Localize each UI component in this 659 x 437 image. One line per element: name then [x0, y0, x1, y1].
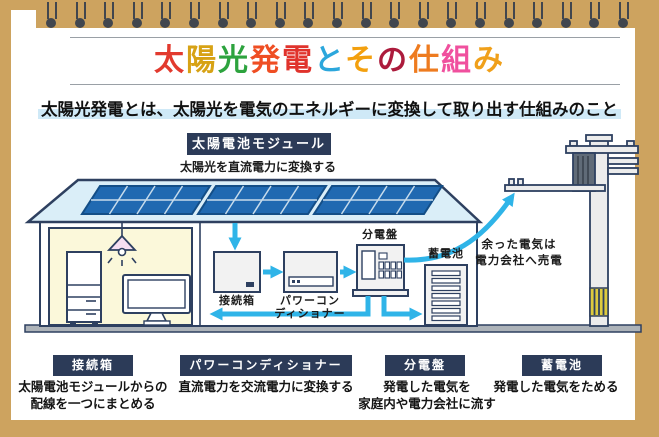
solar-panel — [80, 185, 212, 215]
legend-desc-battery: 発電した電気をためる — [464, 379, 648, 396]
binder-pin-icon — [274, 2, 286, 29]
flow-arrows — [209, 192, 515, 321]
sell-note-line2: 電力会社へ売電 — [475, 255, 563, 267]
legend-title-battery: 蓄電池 — [522, 355, 602, 376]
binder-pin-icon — [303, 2, 315, 29]
legend-desc-line: 発電した電気を — [383, 380, 471, 394]
ceiling-lamp-icon — [106, 222, 138, 266]
tv-icon — [122, 274, 191, 326]
binder-pin-icon — [160, 2, 172, 29]
title-char: 太 — [153, 44, 186, 77]
legend-desc-line: 家庭内や電力会社に流す — [358, 396, 496, 411]
binder-pin-icon — [217, 2, 229, 29]
binder-pin-icon — [131, 2, 143, 29]
legend-desc-line: 発電した電気をためる — [493, 380, 619, 394]
legend-desc-line: 太陽電池モジュールからの — [18, 380, 168, 394]
binder-pin-icon — [74, 2, 86, 29]
arrow-board-to-home — [209, 296, 371, 321]
power-conditioner-shape — [283, 251, 338, 293]
binder-pin-icon — [618, 2, 629, 29]
binder-pin-icon — [503, 2, 515, 29]
divider-line-bottom — [70, 84, 620, 85]
title-char: 発 — [249, 44, 282, 77]
solar-panels — [80, 185, 444, 215]
title-char: 仕 — [409, 44, 442, 77]
arrow-sell-to-grid — [403, 192, 515, 263]
legend-desc-distribution-board: 発電した電気を 家庭内や電力会社に流す — [335, 379, 519, 412]
transformer-icon — [572, 152, 596, 192]
binder-pin-icon — [46, 2, 57, 29]
legend-title-distribution-board: 分電盤 — [385, 355, 465, 376]
arrow-board-to-battery — [381, 296, 423, 321]
binder-pin-icon — [246, 2, 258, 29]
title-char: そ — [345, 44, 378, 77]
binder-pin-icon — [446, 2, 458, 29]
page-corner — [11, 10, 36, 30]
divider-line-top — [70, 37, 620, 38]
power-conditioner-label-line1: パワーコン — [280, 295, 340, 307]
battery-shape — [424, 264, 468, 326]
distribution-board-shape — [352, 244, 409, 297]
legend-title-power-conditioner: パワーコンディショナー — [180, 355, 352, 376]
binder-pin-icon — [332, 2, 343, 29]
battery-label: 蓄電池 — [428, 248, 464, 260]
solar-panel — [196, 185, 328, 215]
module-label-box: 太陽電池モジュール — [187, 133, 331, 155]
subtitle: 太陽光発電とは、太陽光を電気のエネルギーに変換して取り出す仕組みのこと — [0, 96, 659, 120]
sell-note: 余った電気は 電力会社へ売電 — [459, 237, 579, 269]
title-char: 組 — [441, 44, 474, 77]
title-char: 光 — [217, 44, 250, 77]
legend-desc-power-conditioner: 直流電力を交流電力に変換する — [174, 379, 358, 396]
refrigerator-icon — [66, 251, 102, 325]
binder-pin-icon — [560, 2, 572, 29]
junction-box-label: 接続箱 — [219, 295, 255, 307]
binder-pin-icon — [360, 2, 372, 29]
pole-hazard-stripes — [589, 287, 609, 317]
module-caption: 太陽光を直流電力に変換する — [179, 160, 336, 174]
sell-note-line1: 余った電気は — [481, 239, 557, 251]
title-char: 電 — [281, 44, 314, 77]
utility-pole — [504, 134, 639, 327]
power-conditioner-label: パワーコン ディショナー — [270, 295, 350, 321]
distribution-board-label: 分電盤 — [362, 229, 398, 241]
binder-pin-icon — [189, 2, 200, 29]
binder-pin-icon — [475, 2, 486, 29]
junction-box-shape — [213, 251, 261, 293]
power-conditioner-label-line2: ディショナー — [274, 308, 346, 320]
binder-pins — [0, 2, 659, 30]
binder-pin-icon — [417, 2, 429, 29]
page-title: 太陽光発電とその仕組み — [0, 40, 659, 82]
legend-desc-junction-box: 太陽電池モジュールからの 配線を一つにまとめる — [0, 379, 186, 412]
binder-pin-icon — [532, 2, 544, 29]
binder-pin-icon — [103, 2, 115, 29]
binder-pin-icon — [589, 2, 601, 29]
title-char: の — [377, 44, 410, 77]
solar-panel — [312, 185, 444, 215]
title-char: み — [473, 44, 506, 77]
legend-title-junction-box: 接続箱 — [53, 355, 133, 376]
legend-desc-line: 直流電力を交流電力に変換する — [178, 380, 354, 394]
title-char: と — [313, 44, 346, 77]
solar-diagram — [24, 134, 642, 333]
binder-pin-icon — [389, 2, 401, 29]
title-char: 陽 — [185, 44, 218, 77]
subtitle-text: 太陽光発電とは、太陽光を電気のエネルギーに変換して取り出す仕組みのこと — [37, 101, 621, 119]
legend-desc-line: 配線を一つにまとめる — [30, 396, 156, 411]
